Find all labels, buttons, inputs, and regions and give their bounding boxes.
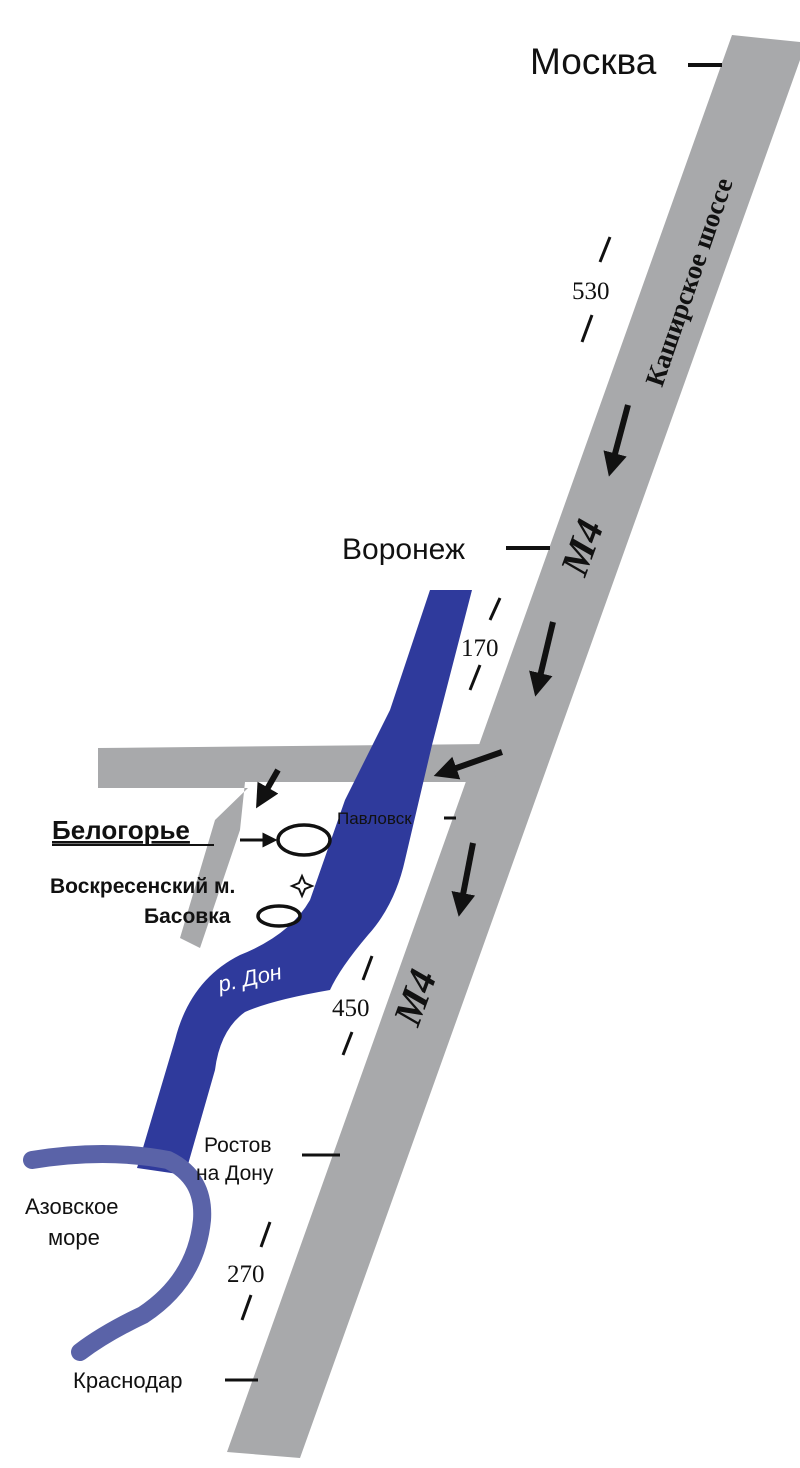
distance-label: 270	[227, 1261, 265, 1288]
belogorye-label: Белогорье	[52, 815, 190, 845]
monastery-label: Воскресенский м.	[50, 875, 235, 898]
distance-label: 450	[332, 995, 370, 1022]
pavlovsk-label: Павловск	[337, 809, 412, 828]
direction-arrow-icon	[451, 842, 476, 917]
sea-label-line1: Азовское	[25, 1194, 119, 1219]
distance-dash	[259, 1221, 272, 1248]
sea-label-line2: море	[48, 1225, 100, 1250]
distance-dash	[240, 1294, 253, 1321]
direction-arrow-icon	[256, 768, 281, 809]
basovka-marker-icon	[256, 904, 302, 928]
direction-arrow-icon	[603, 404, 631, 477]
rostov-label-line1: Ростов	[204, 1134, 271, 1157]
belogorye-marker-icon	[276, 823, 332, 857]
distance-dash	[361, 955, 374, 981]
don-river	[137, 590, 472, 1175]
distance-dash	[488, 597, 502, 621]
distance-dash	[341, 1031, 354, 1056]
krasnodar-label: Краснодар	[73, 1368, 183, 1393]
distance-label: 170	[461, 635, 499, 662]
distance-label: 530	[572, 278, 610, 305]
distance-dash	[580, 314, 594, 343]
m4-road	[227, 35, 800, 1458]
direction-arrow-icon	[433, 749, 503, 780]
rostov-label-line2: на Дону	[196, 1162, 274, 1185]
direction-arrow-icon	[529, 621, 556, 697]
distance-dash	[468, 664, 482, 691]
distance-dash	[598, 236, 612, 263]
azov-sea-shore	[23, 1145, 212, 1361]
moscow-label: Москва	[530, 41, 657, 82]
side-road	[98, 744, 497, 948]
voronezh-label: Воронеж	[342, 533, 465, 566]
monastery-star-icon	[289, 873, 315, 899]
basovka-label: Басовка	[144, 905, 231, 928]
